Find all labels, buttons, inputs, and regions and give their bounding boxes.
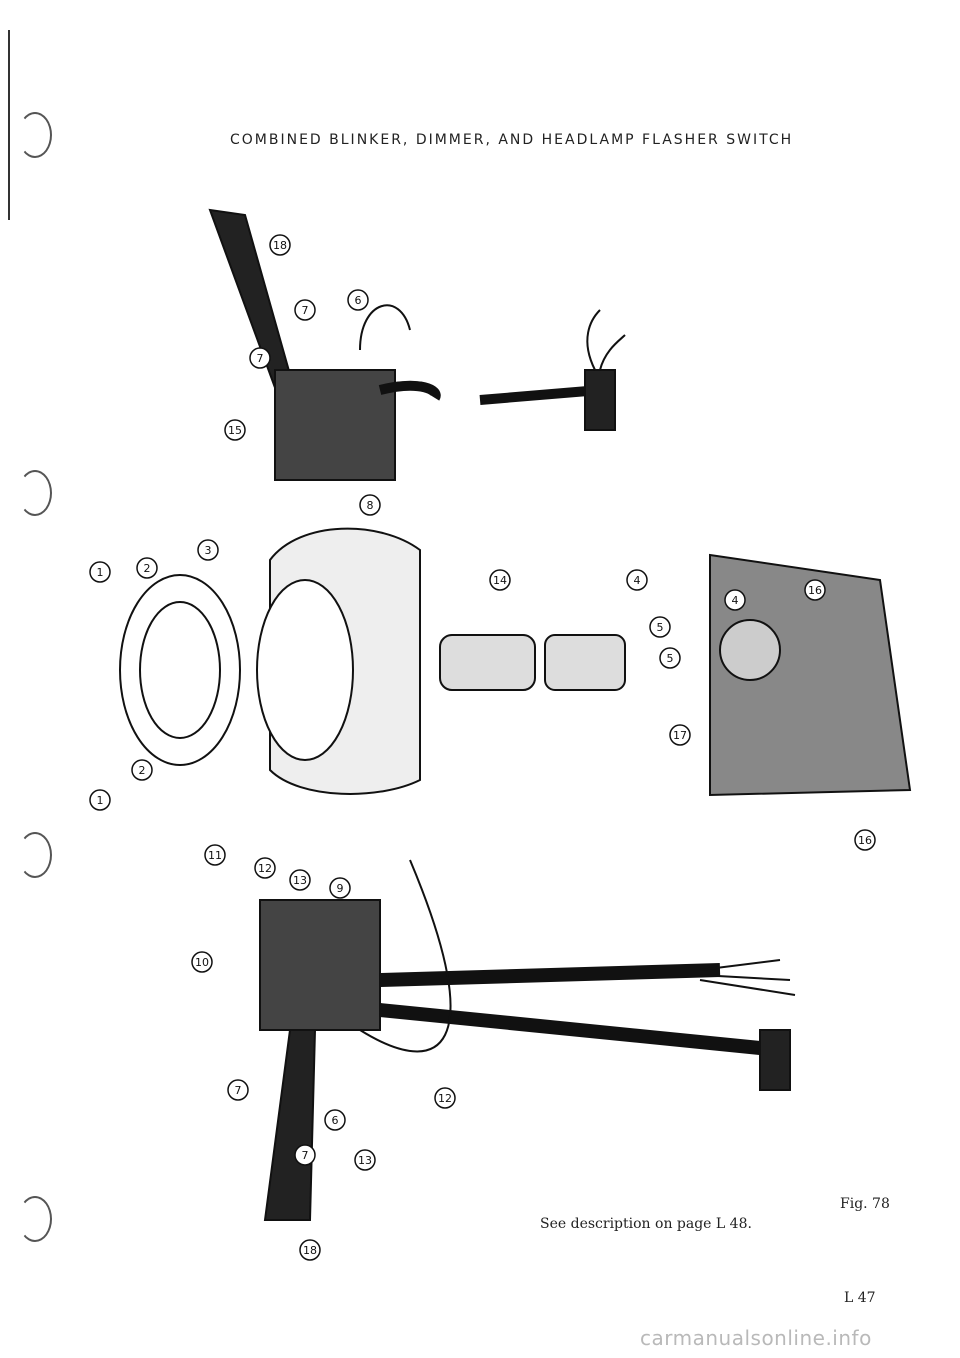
callout-number: 15 [228,424,242,437]
callout-9: 9 [329,877,351,899]
callout-4: 4 [724,589,746,611]
callout-16: 16 [804,579,826,601]
callout-10: 10 [191,951,213,973]
punch-hole [18,470,52,516]
callout-7: 7 [294,299,316,321]
callout-3: 3 [197,539,219,561]
callout-number: 2 [139,764,146,777]
callout-number: 6 [355,294,362,307]
callout-11: 11 [204,844,226,866]
callout-6: 6 [347,289,369,311]
mounting-ring [119,574,241,766]
callout-12: 12 [434,1087,456,1109]
tube-right [544,634,626,691]
connector-top-lead [599,334,626,371]
callout-number: 2 [144,562,151,575]
callout-number: 13 [293,874,307,887]
callout-number: 1 [97,566,104,579]
callout-number: 5 [667,652,674,665]
callout-number: 11 [208,849,222,862]
punch-hole [18,112,52,158]
binder-line [8,30,10,220]
callout-18: 18 [269,234,291,256]
right-housing-hub [719,619,781,681]
callout-number: 12 [438,1092,452,1105]
callout-14: 14 [489,569,511,591]
callout-number: 16 [858,834,872,847]
connector-top [584,369,616,431]
callout-number: 1 [97,794,104,807]
callout-number: 14 [493,574,507,587]
callout-number: 5 [657,621,664,634]
callout-8: 8 [359,494,381,516]
callout-number: 7 [302,304,309,317]
callout-number: 7 [302,1149,309,1162]
callout-17: 17 [669,724,691,746]
callout-number: 12 [258,862,272,875]
callout-1: 1 [89,561,111,583]
callout-number: 17 [673,729,687,742]
callout-6: 6 [324,1109,346,1131]
lower-harness-upper [379,963,721,987]
callout-13: 13 [354,1149,376,1171]
callout-18: 18 [299,1239,321,1261]
lower-connector-lead [699,959,781,971]
lower-harness-lower [379,1003,781,1057]
figure-label: Fig. 78 [840,1196,890,1212]
callout-number: 4 [634,574,641,587]
callout-number: 6 [332,1114,339,1127]
page-number: L 47 [844,1290,876,1306]
callout-13: 13 [289,869,311,891]
callout-7: 7 [249,347,271,369]
upper-switch-body [274,369,396,481]
callout-7: 7 [227,1079,249,1101]
lower-connector-lead [699,974,791,981]
connector-top-lead [586,309,601,371]
callout-1: 1 [89,789,111,811]
tube-left [439,634,536,691]
punch-hole [18,1196,52,1242]
callout-number: 7 [235,1084,242,1097]
callout-number: 13 [358,1154,372,1167]
lower-switch-lever [263,1029,317,1221]
lower-connector-lead [699,979,796,996]
callout-number: 3 [205,544,212,557]
callout-number: 16 [808,584,822,597]
punch-hole [18,832,52,878]
callout-4: 4 [626,569,648,591]
right-housing [709,553,912,797]
callout-number: 7 [257,352,264,365]
callout-15: 15 [224,419,246,441]
callout-number: 10 [195,956,209,969]
callout-number: 18 [303,1244,317,1257]
upper-switch-cable [378,380,441,401]
figure-caption: See description on page L 48. [540,1216,752,1232]
lower-switch-body [259,899,381,1031]
upper-switch-wire [359,304,411,351]
connector-top-harness [479,385,601,405]
callout-number: 18 [273,239,287,252]
callout-5: 5 [659,647,681,669]
watermark: carmanualsonline.info [640,1326,872,1350]
callout-12: 12 [254,857,276,879]
callout-number: 8 [367,499,374,512]
page-title: COMBINED BLINKER, DIMMER, AND HEADLAMP F… [230,132,794,148]
callout-number: 9 [337,882,344,895]
lower-connector [759,1029,791,1091]
callout-2: 2 [136,557,158,579]
lower-wire-loop [359,859,452,1053]
housing-opening [256,579,354,761]
mounting-ring-inner [139,601,221,739]
callout-2: 2 [131,759,153,781]
callout-5: 5 [649,616,671,638]
callout-number: 4 [732,594,739,607]
callout-16: 16 [854,829,876,851]
callout-7: 7 [294,1144,316,1166]
